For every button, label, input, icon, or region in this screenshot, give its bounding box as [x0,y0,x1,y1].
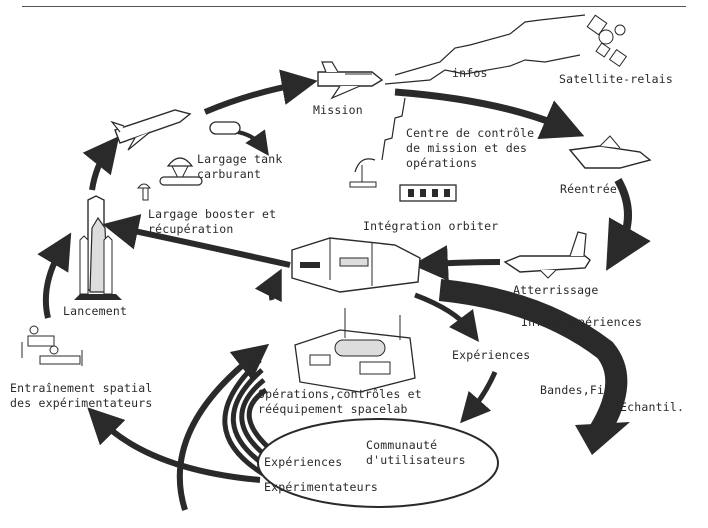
label-experiments: Expériences [452,348,531,362]
label-tapes-films: Bandes,Films [540,383,626,397]
label-operations: Opérations,contrôles et rééquipement spa… [258,387,422,416]
booster-parachute-icon [136,157,203,201]
label-infos: infos [452,66,488,80]
arrow-to-operations [176,343,270,511]
label-launch: Lancement [63,304,128,318]
arrow-ascent-to-mission [203,69,318,115]
shuttle-ascent-icon [110,109,192,151]
arrow-operations-to-integration [254,268,282,303]
arrow-launch-to-ascent [82,135,120,191]
label-user-community: Communauté d'utilisateurs [366,438,466,467]
integration-facility-icon [291,237,421,293]
arrow-landing-to-integration [412,245,501,282]
control-center-icon [349,158,457,202]
label-ellipse-experiments: Expériences [264,455,343,469]
spacelab-operations-icon [294,308,416,393]
landing-orbiter-icon [503,231,591,279]
shuttle-launch-icon [74,195,122,300]
shuttle-mission-icon [317,61,384,100]
arrow-experiments-down [460,371,498,424]
arrow-to-experiments [414,292,480,342]
arrow-community-to-training [87,407,261,483]
relay-link-lower [384,54,581,85]
relay-link-upper [394,14,586,76]
arrow-tank-drop [237,129,269,156]
fuel-tank-icon [209,121,241,135]
satellite-relay-icon [586,14,628,68]
training-people-icon [21,325,83,366]
user-community-ellipse [257,418,499,508]
label-satellite-relay: Satellite-relais [559,72,673,86]
label-tank-drop: Largage tank carburant [197,152,283,181]
return-arrow-1 [222,358,272,481]
label-mission: Mission [313,103,363,117]
label-samples: Echantil. [620,400,685,414]
label-training: Entraînement spatial des expérimentateur… [10,381,153,410]
relay-link-control [381,97,406,161]
label-integration: Intégration orbiter [363,219,499,233]
label-control-center: Centre de contrôle de mission et des opé… [406,126,535,170]
arrow-reentry-to-landing [606,178,651,271]
label-experiment-info: Infos expériences [521,315,643,329]
arrow-experiment-info [438,279,628,436]
arrow-integration-to-launch [102,214,291,268]
top-rule [22,6,686,7]
label-reentry: Réentrée [560,182,617,196]
label-ellipse-experimenters: Expérimentateurs [264,480,378,494]
arrow-training-to-launch [37,232,72,319]
arrow-experiment-info-head [575,422,630,455]
reentry-orbiter-icon [568,135,652,169]
label-booster-drop: Largage booster et récupération [148,207,277,236]
label-landing: Atterrissage [513,283,599,297]
arrow-mission-to-reentry [394,88,585,139]
